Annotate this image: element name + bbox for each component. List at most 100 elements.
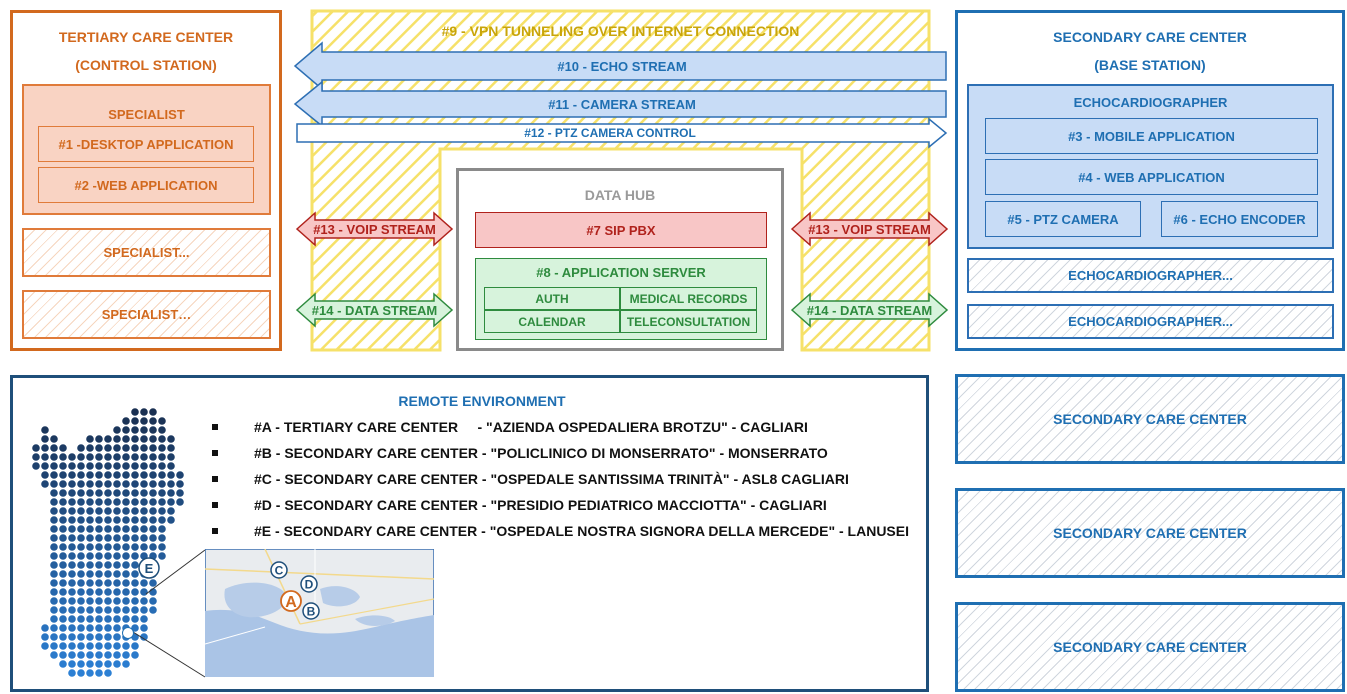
map-dot	[149, 417, 157, 425]
map-dot	[131, 525, 139, 533]
marker-d-icon: D	[300, 575, 318, 593]
map-dot	[41, 624, 49, 632]
map-dot	[68, 489, 76, 497]
map-dot	[95, 453, 103, 461]
map-dot	[68, 543, 76, 551]
map-dot	[50, 606, 58, 614]
map-dot	[104, 480, 112, 488]
specialist-title: SPECIALIST	[108, 106, 185, 122]
map-dot	[50, 624, 58, 632]
cagliari-location-dot	[122, 627, 134, 639]
list-item: #D - SECONDARY CARE CENTER - "PRESIDIO P…	[212, 492, 912, 518]
map-dot	[104, 462, 112, 470]
map-dot	[41, 453, 49, 461]
map-dot	[77, 633, 85, 641]
map-dot	[140, 597, 148, 605]
map-dot	[122, 471, 130, 479]
map-dot	[122, 435, 130, 443]
map-dot	[140, 417, 148, 425]
map-dot	[167, 516, 175, 524]
map-dot	[77, 588, 85, 596]
sip-pbx-box: #7 SIP PBX	[475, 212, 767, 248]
voip-stream-left-arrow	[295, 211, 454, 247]
secondary-care-center-more-1: SECONDARY CARE CENTER	[955, 374, 1345, 464]
map-dot	[50, 543, 58, 551]
map-dot	[122, 525, 130, 533]
map-dot	[158, 471, 166, 479]
map-dot	[50, 462, 58, 470]
web-application-box-secondary: #4 - WEB APPLICATION	[985, 159, 1318, 195]
map-dot	[113, 615, 121, 623]
map-dot	[149, 597, 157, 605]
map-dot	[59, 453, 67, 461]
map-dot	[167, 453, 175, 461]
map-dot	[59, 579, 67, 587]
map-dot	[50, 633, 58, 641]
map-dot	[158, 417, 166, 425]
map-dot	[140, 453, 148, 461]
map-dot	[95, 498, 103, 506]
map-dot	[104, 534, 112, 542]
map-dot	[113, 525, 121, 533]
map-dot	[95, 570, 103, 578]
map-dot	[41, 642, 49, 650]
map-dot	[41, 462, 49, 470]
map-dot	[95, 561, 103, 569]
map-dot	[140, 606, 148, 614]
remote-environment-title: REMOTE ENVIRONMENT	[398, 393, 566, 409]
tertiary-title-line1: TERTIARY CARE CENTER	[58, 29, 234, 45]
echocardiographer-title: ECHOCARDIOGRAPHER	[1073, 94, 1228, 110]
map-dot	[140, 516, 148, 524]
map-dot	[77, 444, 85, 452]
map-dot	[122, 615, 130, 623]
voip-stream-right-arrow	[790, 211, 949, 247]
map-dot	[149, 579, 157, 587]
map-dot	[176, 471, 184, 479]
map-dot	[50, 642, 58, 650]
map-dot	[131, 552, 139, 560]
map-dot	[95, 633, 103, 641]
map-dot	[86, 651, 94, 659]
specialist-more-2: SPECIALIST…	[22, 290, 271, 339]
map-dot	[32, 462, 40, 470]
map-dot	[50, 570, 58, 578]
map-dot	[158, 516, 166, 524]
map-dot	[140, 426, 148, 434]
map-dot	[95, 597, 103, 605]
map-dot	[59, 543, 67, 551]
map-dot	[104, 435, 112, 443]
map-dot	[59, 507, 67, 515]
echo-encoder-box: #6 - ECHO ENCODER	[1161, 201, 1318, 237]
map-dot	[167, 444, 175, 452]
map-dot	[68, 507, 76, 515]
map-dot	[158, 534, 166, 542]
module-auth: AUTH	[484, 287, 620, 310]
map-dot	[86, 489, 94, 497]
map-dot	[158, 453, 166, 461]
map-dot	[68, 498, 76, 506]
marker-c-icon: C	[270, 561, 288, 579]
secondary-title-line1: SECONDARY CARE CENTER	[1053, 29, 1247, 45]
map-dot	[59, 561, 67, 569]
echocardiographer-more-2: ECHOCARDIOGRAPHER...	[967, 304, 1334, 339]
map-dot	[122, 660, 130, 668]
map-dot	[95, 480, 103, 488]
map-dot	[122, 651, 130, 659]
map-dot	[86, 453, 94, 461]
map-dot	[95, 534, 103, 542]
echocardiographer-box	[967, 84, 1334, 249]
map-dot	[140, 525, 148, 533]
map-dot	[95, 435, 103, 443]
map-dot	[122, 453, 130, 461]
map-dot	[104, 453, 112, 461]
map-dot	[122, 534, 130, 542]
map-dot	[86, 471, 94, 479]
map-dot	[68, 480, 76, 488]
map-dot	[95, 669, 103, 677]
map-dot	[167, 471, 175, 479]
ptz-control-label: #12 - PTZ CAMERA CONTROL	[524, 126, 696, 140]
map-dot	[140, 579, 148, 587]
map-dot	[59, 660, 67, 668]
map-dot	[41, 480, 49, 488]
